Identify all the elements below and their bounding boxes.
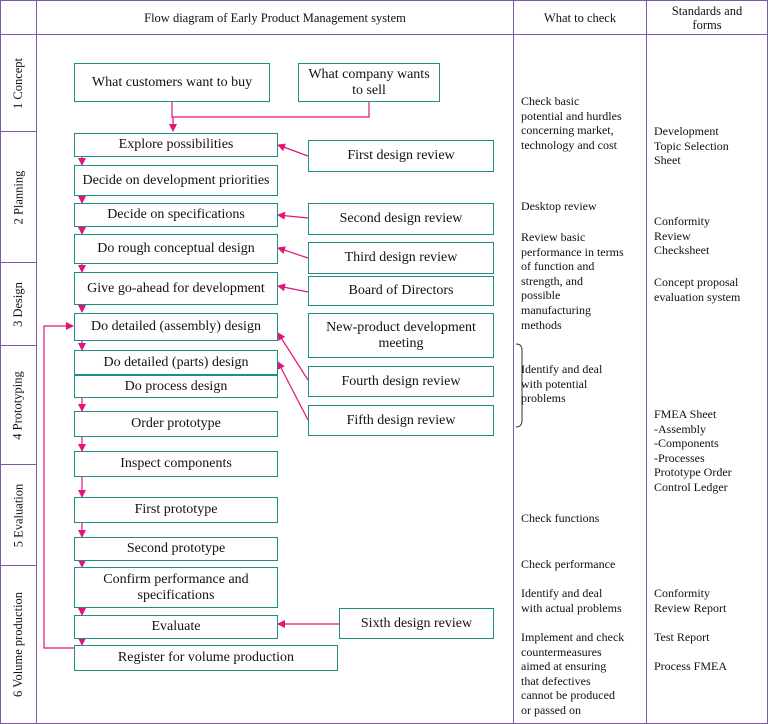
box-inspect-components: Inspect components — [74, 451, 278, 477]
grid-line — [36, 0, 37, 724]
arrow-fourth-review — [277, 332, 309, 381]
box-fourth-design-review: Fourth design review — [308, 366, 494, 397]
arrow-first-review — [277, 143, 309, 157]
standard-conformity-report: Conformity Review Report — [654, 586, 727, 615]
box-process-design: Do process design — [74, 375, 278, 398]
brace — [515, 343, 523, 428]
check-actual-problems: Identify and deal with actual problems — [521, 586, 622, 615]
grid-line — [0, 0, 1, 724]
arrow-lines — [43, 102, 370, 649]
grid-line — [513, 0, 514, 724]
check-functions: Check functions — [521, 511, 600, 525]
stage-divider — [0, 565, 36, 566]
box-company-wants: What company wants to sell — [298, 63, 440, 102]
grid-line — [646, 0, 647, 724]
arrow-company-merge — [173, 102, 370, 118]
check-review-performance: Review basic performance in terms of fun… — [521, 230, 624, 332]
standard-fmea-sheet: FMEA Sheet -Assembly -Components -Proces… — [654, 407, 732, 494]
arrow-customers-merge — [171, 102, 173, 118]
box-assembly-design: Do detailed (assembly) design — [74, 313, 278, 341]
box-third-design-review: Third design review — [308, 242, 494, 274]
arrow-feedback-loop — [43, 322, 74, 649]
box-board-of-directors: Board of Directors — [308, 276, 494, 306]
header-flow-diagram: Flow diagram of Early Product Management… — [144, 11, 406, 25]
box-parts-design: Do detailed (parts) design — [74, 350, 278, 375]
box-evaluate: Evaluate — [74, 615, 278, 639]
grid-line — [0, 0, 768, 1]
stage-divider — [0, 262, 36, 263]
box-explore-possibilities: Explore possibilities — [74, 133, 278, 157]
check-potential-problems: Identify and deal with potential problem… — [521, 362, 603, 406]
arrow-fifth-review — [277, 361, 309, 421]
check-basic-potential: Check basic potential and hurdles concer… — [521, 94, 622, 152]
box-fifth-design-review: Fifth design review — [308, 405, 494, 436]
header-standards-forms: Standards and forms — [671, 4, 743, 32]
box-second-prototype: Second prototype — [74, 537, 278, 561]
box-second-design-review: Second design review — [308, 203, 494, 235]
standard-test-report: Test Report — [654, 630, 710, 644]
grid-line — [0, 34, 768, 35]
stage-divider — [0, 131, 36, 132]
arrow-third-review — [277, 246, 309, 259]
check-performance: Check performance — [521, 557, 616, 571]
box-new-product-meeting: New-product development meeting — [308, 313, 494, 358]
box-rough-conceptual-design: Do rough conceptual design — [74, 234, 278, 264]
stage-divider — [0, 345, 36, 346]
standard-development-topic: Development Topic Selection Sheet — [654, 124, 729, 168]
standard-conformity-checksheet: Conformity Review Checksheet — [654, 214, 710, 258]
header-what-to-check: What to check — [543, 11, 617, 25]
box-first-design-review: First design review — [308, 140, 494, 172]
check-countermeasures: Implement and check countermeasures aime… — [521, 630, 625, 717]
arrow-board — [277, 283, 309, 293]
stage-divider — [0, 464, 36, 465]
box-sixth-design-review: Sixth design review — [339, 608, 494, 639]
box-confirm-performance: Confirm performance and specifications — [74, 567, 278, 608]
check-desktop-review: Desktop review — [521, 199, 597, 213]
box-go-ahead: Give go-ahead for development — [74, 272, 278, 305]
box-register-volume-production: Register for volume production — [74, 645, 338, 671]
box-development-priorities: Decide on development priorities — [74, 165, 278, 196]
standard-process-fmea: Process FMEA — [654, 659, 728, 673]
arrow-second-review — [277, 211, 309, 220]
box-order-prototype: Order prototype — [74, 411, 278, 437]
standard-concept-proposal: Concept proposal evaluation system — [654, 275, 741, 304]
box-decide-specifications: Decide on specifications — [74, 203, 278, 227]
box-customers-want: What customers want to buy — [74, 63, 270, 102]
box-first-prototype: First prototype — [74, 497, 278, 523]
